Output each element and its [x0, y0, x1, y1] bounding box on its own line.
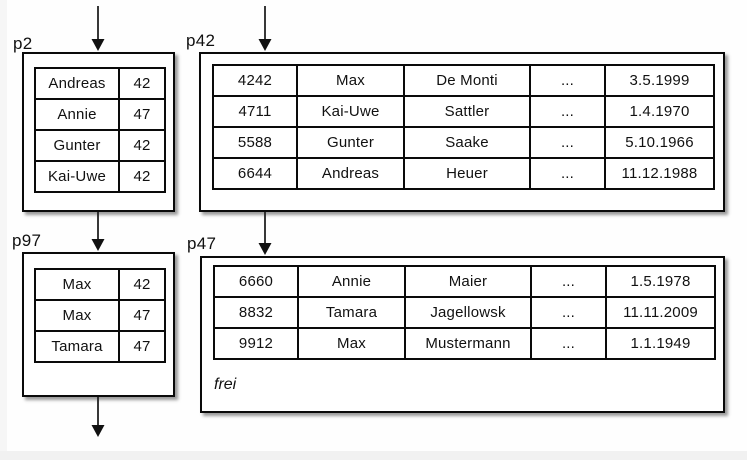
table-cell: 42 — [118, 270, 164, 299]
page-label-p97: p97 — [12, 231, 42, 250]
table-cell: Max — [297, 329, 404, 358]
table-cell: 42 — [118, 131, 164, 160]
table-cell: Heuer — [403, 159, 529, 188]
table-cell: Jagellowsk — [404, 298, 530, 327]
arrow-incoming-p42 — [258, 6, 272, 51]
table-cell: Annie — [297, 267, 404, 296]
table-cell: 42 — [118, 162, 164, 191]
page-edge-left — [0, 0, 7, 460]
table-row: Gunter 42 — [36, 129, 164, 160]
table-cell: De Monti — [403, 66, 529, 95]
table-cell: ... — [530, 329, 605, 358]
table-cell: 8832 — [238, 304, 274, 321]
table-cell: ... — [530, 267, 605, 296]
table-cell: 1.1.1949 — [605, 329, 714, 358]
table-cell: Tamara — [51, 338, 103, 355]
page-label-p47: p47 — [187, 234, 217, 253]
table-cell: 11.11.2009 — [605, 298, 714, 327]
table-cell: Gunter — [53, 137, 101, 154]
table-cell: Tamara — [297, 298, 404, 327]
table-row: Max 47 — [36, 299, 164, 330]
table-cell: 5588 — [237, 134, 273, 151]
table-cell: 4242 — [237, 72, 273, 89]
table-row: Max 42 — [36, 270, 164, 299]
table-cell: Sattler — [403, 97, 529, 126]
table-cell: ... — [529, 97, 604, 126]
table-cell: Andreas — [296, 159, 403, 188]
table-cell: 1.5.1978 — [605, 267, 714, 296]
table-cell: 5.10.1966 — [604, 128, 713, 157]
page-label-p42: p42 — [186, 31, 216, 50]
arrow-p2-to-p97 — [91, 212, 105, 251]
table-cell: ... — [529, 128, 604, 157]
table-cell: Andreas — [48, 75, 106, 92]
table-cell: ... — [529, 159, 604, 188]
table-cell: Max — [296, 66, 403, 95]
table-cell: Kai-Uwe — [47, 168, 107, 185]
table-row: Tamara 47 — [36, 330, 164, 361]
arrow-p97-outgoing — [91, 397, 105, 437]
table-cell: 4711 — [238, 103, 272, 120]
table-cell: Max — [62, 276, 92, 293]
table-cell: Mustermann — [404, 329, 530, 358]
table-cell: 11.12.1988 — [604, 159, 713, 188]
page-edge-bottom — [0, 451, 747, 460]
table-cell: Max — [62, 307, 92, 324]
page-label-p2: p2 — [13, 34, 33, 53]
table-cell: 47 — [118, 332, 164, 361]
table-row: Annie 47 — [36, 98, 164, 129]
table-cell: 6644 — [237, 165, 273, 182]
table-cell: Gunter — [296, 128, 403, 157]
table-cell: 47 — [118, 301, 164, 330]
table-row: Andreas 42 — [36, 69, 164, 98]
table-cell: Saake — [403, 128, 529, 157]
table-cell: Kai-Uwe — [296, 97, 403, 126]
table-cell: Maier — [404, 267, 530, 296]
table-cell: 3.5.1999 — [604, 66, 713, 95]
table-cell: 47 — [118, 100, 164, 129]
table-cell: ... — [530, 298, 605, 327]
table-cell: Annie — [57, 106, 97, 123]
table-row: Kai-Uwe 42 — [36, 160, 164, 191]
arrow-incoming-p2 — [91, 6, 105, 51]
table-cell: 42 — [118, 69, 164, 98]
table-cell: 9912 — [238, 335, 274, 352]
table-cell: ... — [529, 66, 604, 95]
arrow-p42-to-p47 — [258, 212, 272, 255]
free-space-label: frei — [214, 376, 237, 393]
table-cell: 6660 — [238, 273, 274, 290]
table-cell: 1.4.1970 — [604, 97, 713, 126]
